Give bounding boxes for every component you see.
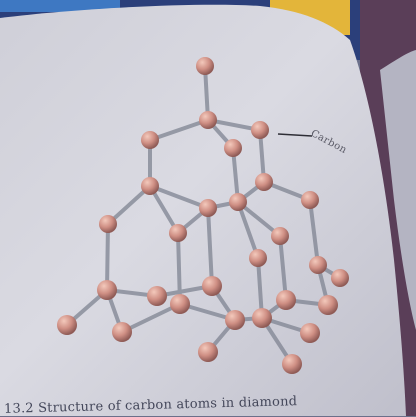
carbon-atom — [147, 286, 167, 306]
carbon-atom — [331, 269, 349, 287]
carbon-atom — [301, 191, 319, 209]
carbon-atom — [170, 294, 190, 314]
carbon-atom — [229, 193, 247, 211]
carbon-atom — [141, 177, 159, 195]
carbon-atom — [318, 295, 338, 315]
carbon-atom — [199, 111, 217, 129]
atoms — [57, 57, 349, 374]
cloth-patch-blue — [0, 0, 120, 12]
carbon-atom — [282, 354, 302, 374]
carbon-atom — [112, 322, 132, 342]
carbon-atom — [271, 227, 289, 245]
book-page-edge — [380, 50, 416, 330]
carbon-atom — [309, 256, 327, 274]
carbon-atom — [255, 173, 273, 191]
carbon-atom — [202, 276, 222, 296]
carbon-atom — [300, 323, 320, 343]
carbon-atom — [249, 249, 267, 267]
carbon-atom — [141, 131, 159, 149]
carbon-atom — [196, 57, 214, 75]
carbon-atom — [97, 280, 117, 300]
callout-line — [277, 133, 313, 137]
carbon-atom — [169, 224, 187, 242]
carbon-atom — [224, 139, 242, 157]
carbon-atom — [252, 308, 272, 328]
carbon-atom — [57, 315, 77, 335]
carbon-atom — [251, 121, 269, 139]
carbon-atom — [199, 199, 217, 217]
carbon-atom — [276, 290, 296, 310]
carbon-atom — [198, 342, 218, 362]
carbon-atom — [225, 310, 245, 330]
carbon-atom — [99, 215, 117, 233]
